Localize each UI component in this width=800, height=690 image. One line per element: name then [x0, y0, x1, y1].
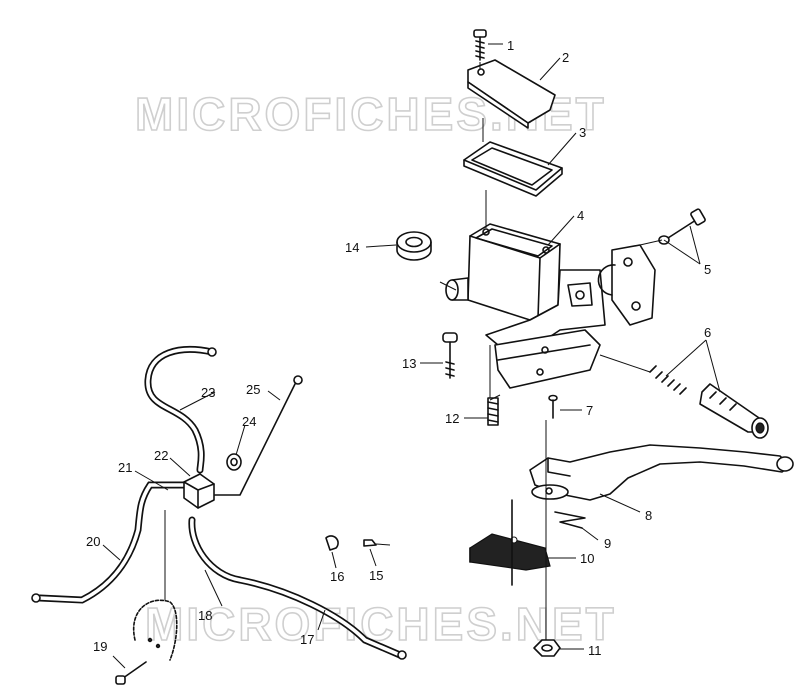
- callout-15: 15: [369, 568, 383, 583]
- callout-7: 7: [586, 403, 593, 418]
- leader-lines: [102, 43, 721, 669]
- callout-1: 1: [507, 38, 514, 53]
- callout-24: 24: [242, 414, 256, 429]
- part-4-master-cylinder: [445, 223, 606, 389]
- watermark-bottom: MICROFICHES.NET: [145, 598, 617, 650]
- callout-16: 16: [330, 569, 344, 584]
- callout-19: 19: [93, 639, 107, 654]
- callout-25: 25: [246, 382, 260, 397]
- callout-6: 6: [704, 325, 711, 340]
- callout-2: 2: [562, 50, 569, 65]
- part-2-reservoir-cover: [467, 59, 556, 129]
- brake-hoses: [31, 346, 407, 660]
- part-24-fitting: [226, 453, 242, 471]
- callout-4: 4: [577, 208, 584, 223]
- part-15-screw: [363, 539, 391, 547]
- callout-23: 23: [201, 385, 215, 400]
- part-7-pivot-pin: [548, 394, 558, 419]
- callout-labels: 1 2 3 4 5 6 7 8 9 10 11 12 13 14 15 16 1…: [86, 38, 711, 658]
- callout-14: 14: [345, 240, 359, 255]
- part-11-nut: [533, 639, 561, 657]
- callout-10: 10: [580, 551, 594, 566]
- part-1-cover-screw: [473, 29, 487, 61]
- callout-8: 8: [645, 508, 652, 523]
- part-14-boot: [396, 231, 432, 261]
- callout-12: 12: [445, 411, 459, 426]
- part-12-bolt: [487, 397, 499, 426]
- part-13-pivot-bolt: [442, 332, 458, 379]
- callout-9: 9: [604, 536, 611, 551]
- part-6-piston-assembly: [649, 365, 769, 439]
- part-10-adjuster: [469, 533, 551, 571]
- callout-18: 18: [198, 608, 212, 623]
- part-8-brake-lever: [529, 444, 794, 501]
- callout-3: 3: [579, 125, 586, 140]
- part-16-clip: [325, 535, 339, 551]
- part-5-handlebar-clamp: [597, 208, 706, 326]
- part-22-junction-block: [183, 473, 215, 509]
- callout-21: 21: [118, 460, 132, 475]
- callout-5: 5: [704, 262, 711, 277]
- callout-22: 22: [154, 448, 168, 463]
- part-19-screw: [115, 510, 178, 685]
- callout-13: 13: [402, 356, 416, 371]
- alignment-lines: [439, 62, 663, 640]
- callout-11: 11: [588, 643, 602, 658]
- part-9-lever-spring: [554, 511, 586, 529]
- part-3-diaphragm: [463, 141, 563, 197]
- callout-17: 17: [300, 632, 314, 647]
- callout-20: 20: [86, 534, 100, 549]
